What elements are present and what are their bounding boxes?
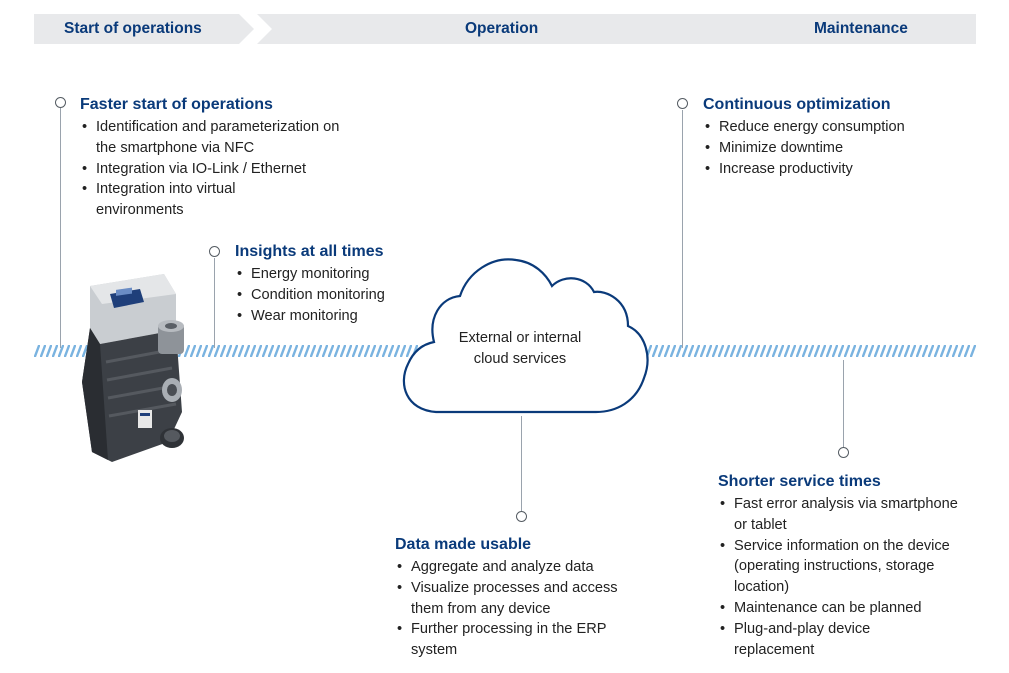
list-item: Reduce energy consumption — [703, 117, 963, 138]
bullet-list: Energy monitoring Condition monitoring W… — [235, 264, 435, 326]
bullet-list: Aggregate and analyze data Visualize pro… — [395, 557, 640, 661]
list-item: Energy monitoring — [235, 264, 435, 285]
list-item: Identification and parameterization on t… — [80, 117, 360, 159]
list-item: Increase productivity — [703, 159, 963, 180]
block-title: Shorter service times — [718, 473, 881, 490]
list-item: Plug-and-play device replacement — [718, 619, 934, 661]
connector-dot-shorter-service — [838, 447, 849, 458]
bullet-list: Fast error analysis via smartphone or ta… — [718, 494, 980, 660]
phase-bar-operation: Operation — [257, 14, 777, 44]
phase-label: Maintenance — [814, 20, 908, 37]
list-item: Fast error analysis via smartphone or ta… — [718, 494, 974, 536]
bullet-list: Reduce energy consumption Minimize downt… — [703, 117, 963, 179]
block-title: Data made usable — [395, 536, 532, 553]
block-title: Faster start of operations — [80, 96, 273, 113]
connector-line-shorter-service — [843, 360, 844, 448]
block-title: Insights at all times — [235, 243, 384, 260]
list-item: Aggregate and analyze data — [395, 557, 640, 578]
phase-label: Operation — [465, 20, 539, 37]
connector-dot-faster-start — [55, 97, 66, 108]
list-item: Service information on the device (opera… — [718, 536, 974, 598]
cloud-shape — [402, 258, 649, 414]
list-item: Integration into virtual environments — [80, 179, 286, 221]
connector-dot-data-usable — [516, 511, 527, 522]
list-item: Condition monitoring — [235, 285, 435, 306]
cloud-text-line-1: External or internal — [458, 330, 582, 346]
block-data-made-usable: Data made usable Aggregate and analyze d… — [395, 536, 640, 661]
list-item: Minimize downtime — [703, 138, 963, 159]
list-item: Integration via IO-Link / Ethernet — [80, 159, 360, 180]
block-faster-start: Faster start of operations Identificatio… — [80, 96, 360, 221]
phase-bar-maintenance: Maintenance — [760, 14, 976, 44]
phase-bar-start: Start of operations — [34, 14, 254, 44]
phase-arrow-shape — [34, 14, 254, 44]
cloud-text-line-2: cloud services — [473, 351, 567, 367]
list-item: Maintenance can be planned — [718, 598, 980, 619]
connector-line-faster-start — [60, 108, 61, 348]
connector-line-data-usable — [521, 416, 522, 512]
list-item: Further processing in the ERP system — [395, 619, 626, 661]
list-item: Visualize processes and access them from… — [395, 578, 626, 620]
connector-line-continuous — [682, 110, 683, 348]
connector-line-insights — [214, 258, 215, 348]
cloud-text: External or internal cloud services — [430, 328, 610, 370]
connector-dot-continuous — [677, 98, 688, 109]
phase-label: Start of operations — [64, 20, 202, 37]
vacuum-generator-device-image — [82, 274, 184, 462]
phase-arrow-shape — [760, 14, 976, 44]
list-item: Wear monitoring — [235, 306, 435, 327]
block-title: Continuous optimization — [703, 96, 891, 113]
bullet-list: Identification and parameterization on t… — [80, 117, 360, 221]
block-insights: Insights at all times Energy monitoring … — [235, 243, 435, 326]
block-shorter-service-times: Shorter service times Fast error analysi… — [718, 473, 980, 660]
phase-arrow-shape — [257, 14, 777, 44]
block-continuous-optimization: Continuous optimization Reduce energy co… — [703, 96, 963, 179]
connector-dot-insights — [209, 246, 220, 257]
